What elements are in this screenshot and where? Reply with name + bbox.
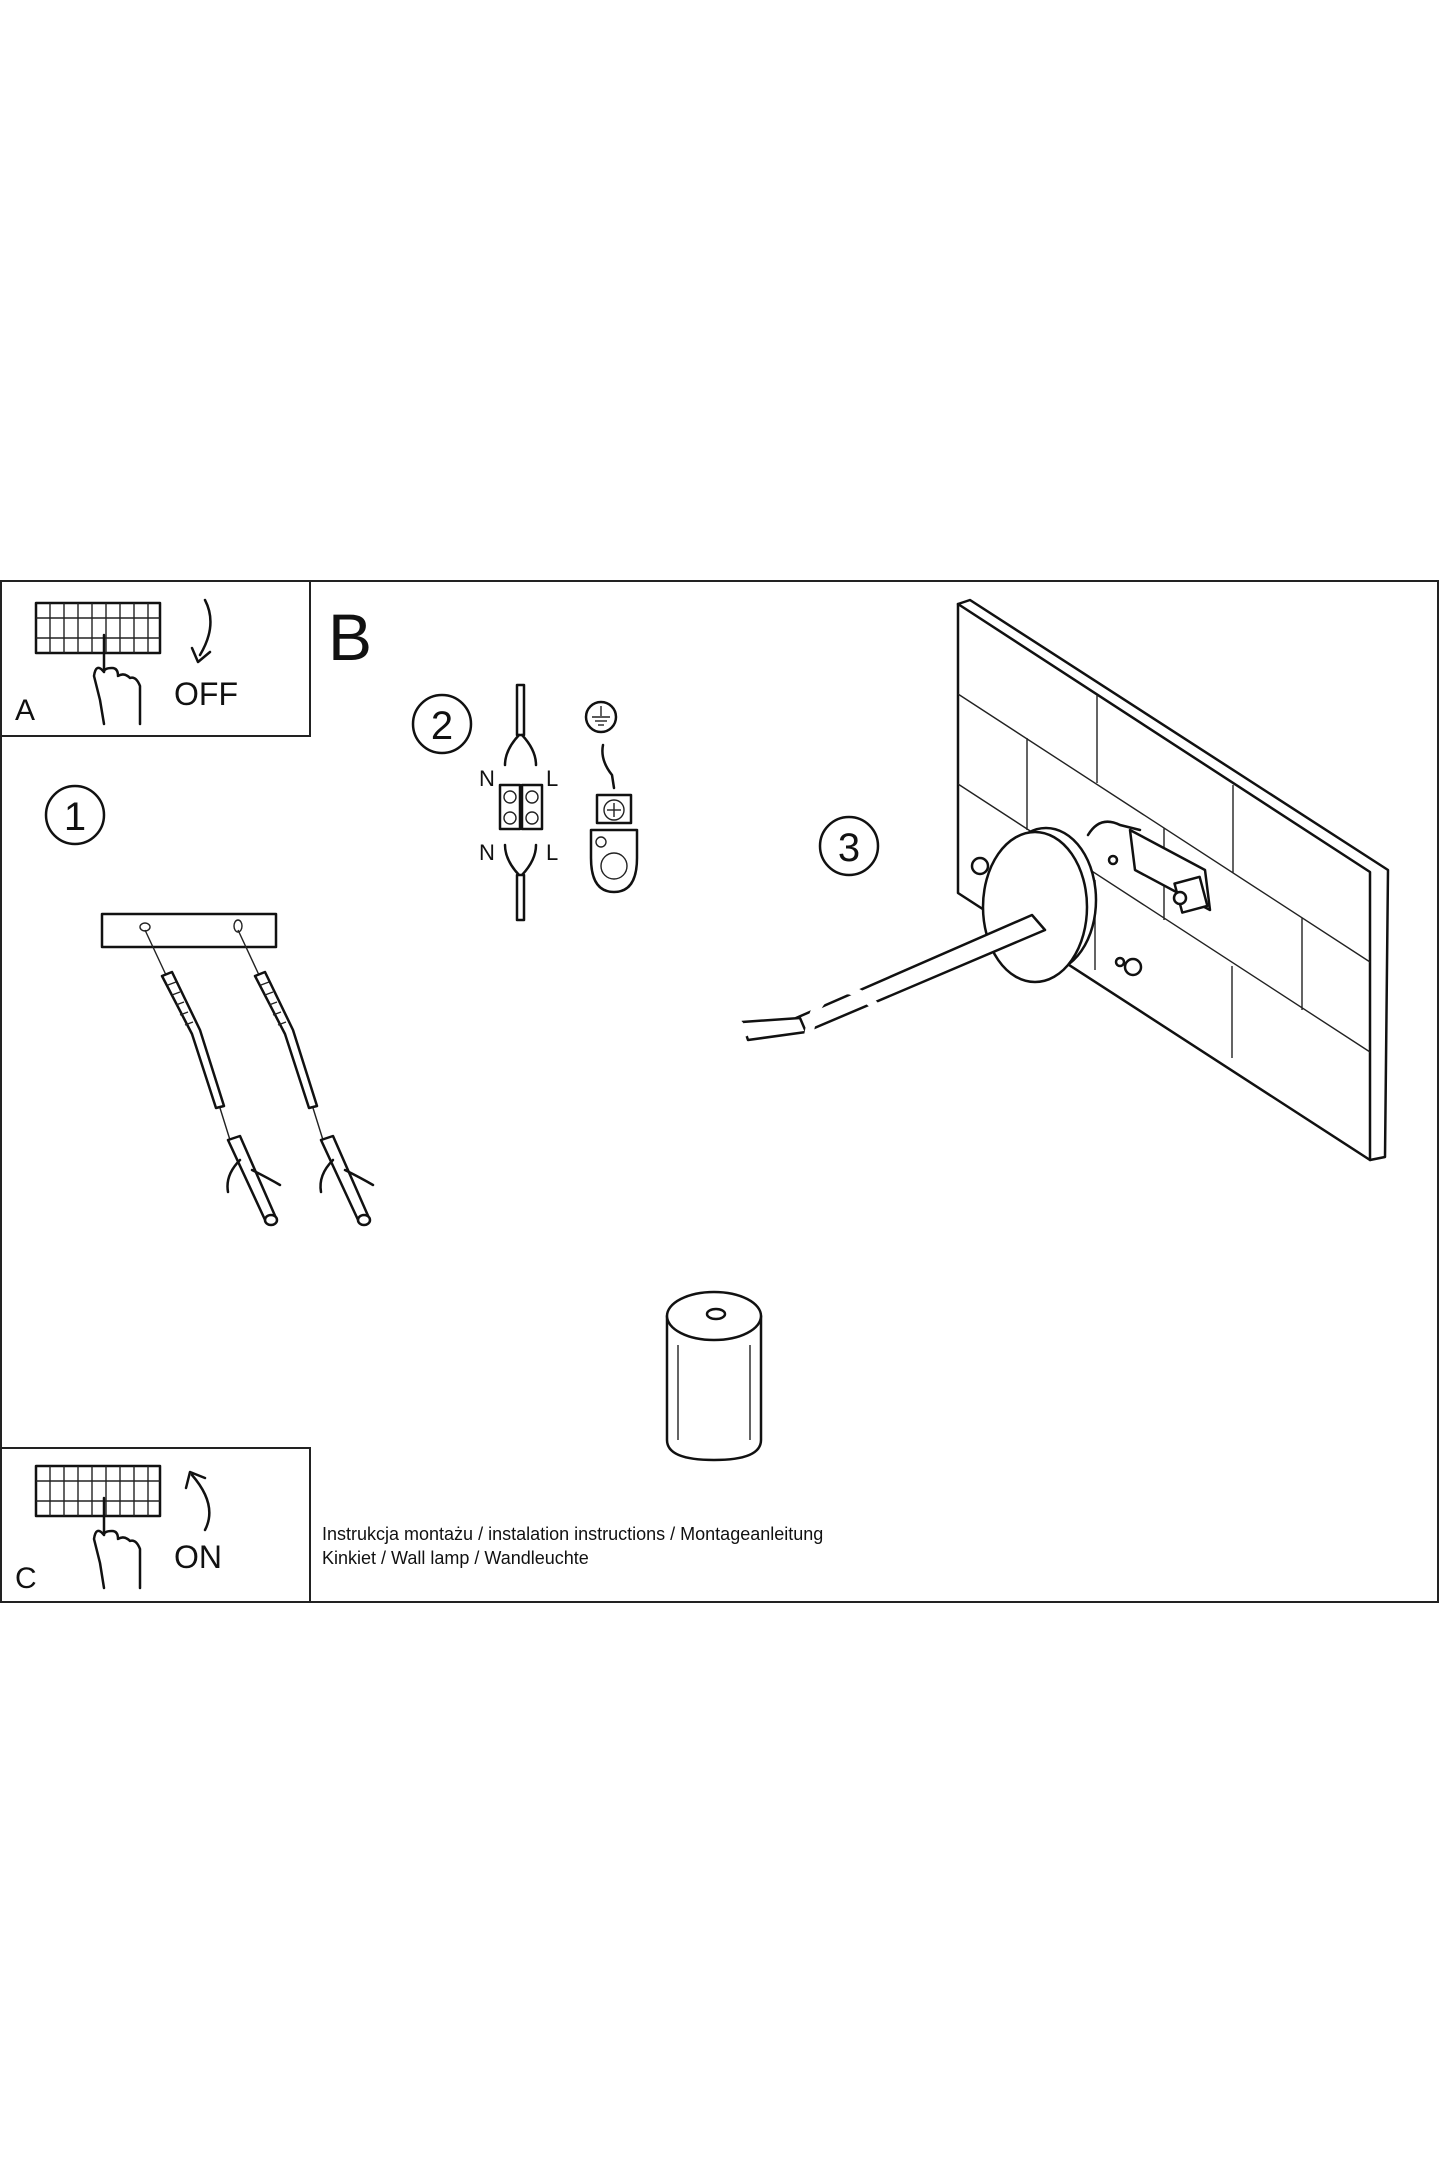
panel-c-box	[0, 1447, 311, 1603]
step-2-circle	[411, 693, 473, 755]
mounting-bar	[100, 912, 278, 949]
hand-icon	[92, 633, 142, 726]
terminal-block	[498, 683, 544, 922]
footer-instructions-title: Instrukcja montażu / instalation instruc…	[322, 1524, 824, 1544]
step-2-number: 2	[431, 704, 453, 748]
screw-and-anchor	[237, 929, 375, 1227]
on-label: ON	[174, 1539, 222, 1575]
panel-a-box	[0, 580, 311, 737]
step-3-circle	[818, 815, 880, 877]
wire-label-n-bottom: N	[479, 840, 495, 865]
panel-c-letter: C	[15, 1562, 37, 1595]
footer-product-name: Kinkiet / Wall lamp / Wandleuchte	[322, 1548, 589, 1568]
outer-frame	[0, 580, 1439, 1603]
hand-icon	[92, 1496, 142, 1590]
ground-symbol-icon	[584, 700, 618, 734]
cable	[589, 985, 905, 1305]
panel-a-letter: A	[15, 694, 35, 727]
breaker-panel-on-icon	[34, 1464, 162, 1518]
panel-b-letter: B	[328, 600, 372, 674]
ground-terminal	[589, 743, 639, 894]
breaker-panel-off-icon	[34, 601, 162, 655]
lamp-arm	[740, 913, 1047, 1042]
arrow-down-icon	[190, 598, 212, 664]
wire-label-n-top: N	[479, 766, 495, 791]
off-label: OFF	[174, 676, 238, 712]
wire-label-l-top: L	[546, 766, 558, 791]
wire-label-l-bottom: L	[546, 840, 558, 865]
step-1-number: 1	[64, 795, 86, 839]
mounting-bracket	[1086, 820, 1212, 914]
step-1-circle	[44, 784, 106, 846]
screw-and-anchor	[144, 929, 282, 1227]
step-3-number: 3	[838, 826, 860, 870]
arrow-up-icon	[184, 1470, 211, 1532]
lamp-socket	[665, 1290, 763, 1462]
